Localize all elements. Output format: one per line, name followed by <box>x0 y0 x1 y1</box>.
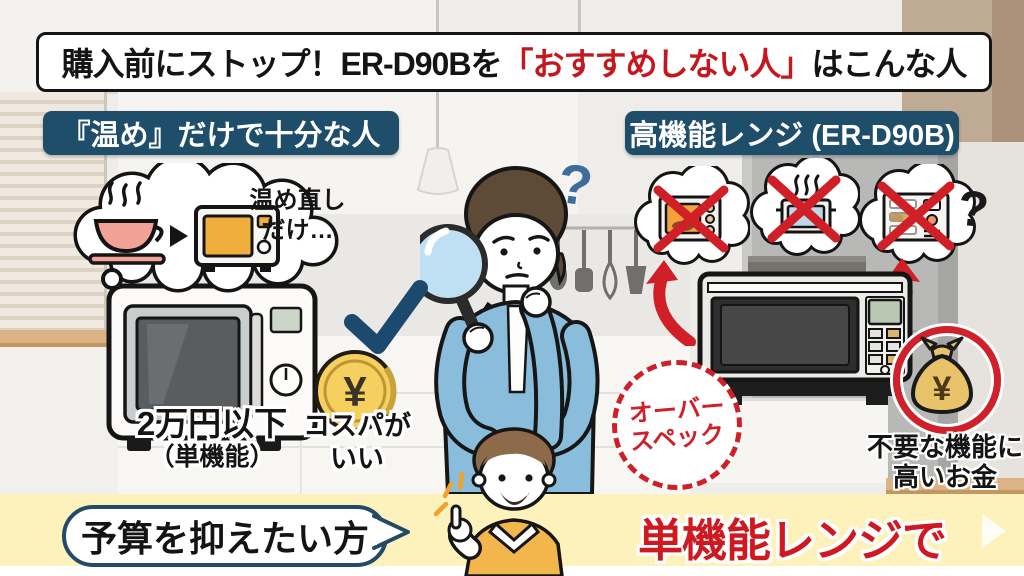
cabinet-seam <box>300 392 302 494</box>
counter-wood-right <box>886 478 1024 494</box>
thought-bubble-steam-crossed <box>750 158 860 256</box>
emphasis-lines-icon <box>433 471 465 517</box>
thought-tail-dot <box>101 268 123 290</box>
simple-microwave-icon <box>194 205 280 272</box>
coffee-cup-icon <box>88 181 166 265</box>
thought-bubble-reheat <box>73 163 339 293</box>
wood-cabinet-top-right-shade <box>992 0 1024 142</box>
pendant-light-cord-2 <box>578 0 581 55</box>
counter-left <box>0 330 118 347</box>
title-pre: 購入前にストップ！ER-D90Bを <box>61 46 503 82</box>
pendant-light-icon <box>416 147 460 195</box>
red-circle-ring <box>893 326 1001 434</box>
question-mark-black: ? <box>955 179 992 239</box>
thinking-man-illustration <box>420 166 600 496</box>
price-label: 2万円以下 （単機能） <box>136 405 288 472</box>
red-arrow-up-left <box>646 260 696 346</box>
cross-icon <box>767 175 841 243</box>
right-product-badge: 高機能レンジ (ER-D90B) <box>625 111 959 155</box>
cabinet-seam <box>118 446 690 448</box>
thought-bubble-menu-crossed <box>859 164 976 264</box>
thought-bubble-oven-crossed <box>634 166 750 265</box>
value-label: コスパが いい <box>303 411 411 474</box>
high-function-microwave-illustration <box>697 271 913 405</box>
overspec-callout: オーバー スペック <box>612 360 742 490</box>
cross-icon <box>653 185 729 253</box>
money-label: 不要な機能に 高いお金 <box>866 432 1023 492</box>
thought-text: 温め直し だけ… <box>249 187 346 244</box>
speech-bubble-tail <box>372 514 410 550</box>
left-person-badge: 『温め』だけで十分な人 <box>43 111 399 155</box>
arrow-right-icon <box>170 225 188 247</box>
pointing-man-illustration <box>433 427 564 576</box>
cross-icon <box>877 181 955 251</box>
money-bag-icon: ¥ <box>910 336 974 414</box>
title-post: はこんな人 <box>811 46 967 82</box>
speech-bubble: 予算を抑えたい方 <box>62 505 388 567</box>
title-highlight: 「おすすめしない人」 <box>501 46 812 82</box>
title-banner: 購入前にストップ！ER-D90Bを「おすすめしない人」はこんな人 <box>36 32 992 92</box>
coin-yen-symbol: ¥ <box>343 368 367 415</box>
lower-cabinet-left <box>0 347 118 494</box>
bag-yen-symbol: ¥ <box>933 370 952 408</box>
white-chevron-icon <box>982 514 1006 548</box>
yen-coin-icon: ¥ <box>314 350 397 432</box>
speech-text: 予算を抑えたい方 <box>80 518 369 559</box>
cabinet-seam <box>118 392 690 394</box>
conclusion-text: 単機能レンジでOK！ <box>637 515 947 566</box>
check-icon <box>344 280 428 354</box>
